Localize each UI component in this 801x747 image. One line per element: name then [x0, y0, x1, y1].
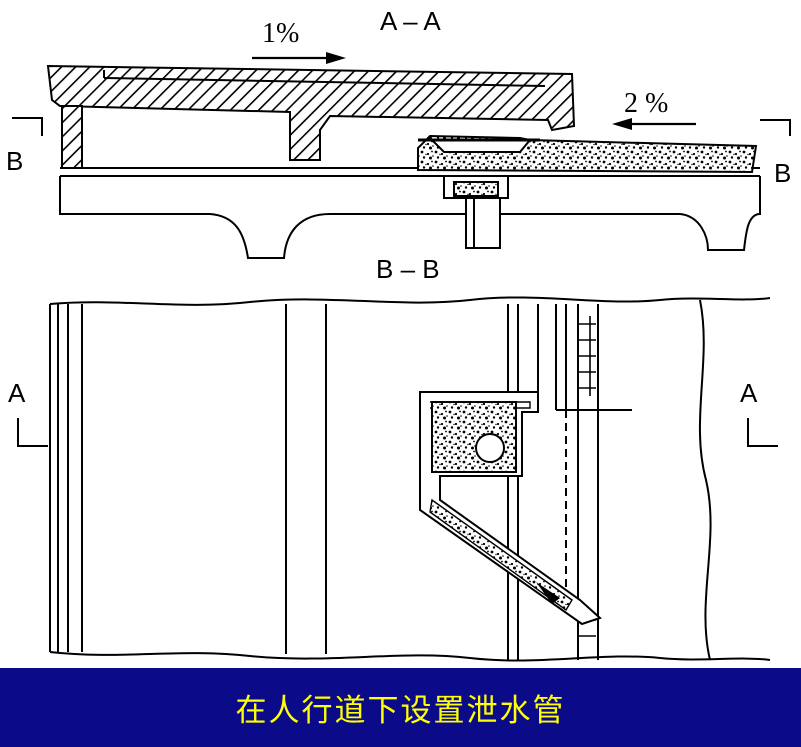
slope-label-left: 1% [262, 18, 300, 49]
drain-pipe-outlet [465, 197, 501, 249]
sidewalk-slab [46, 64, 576, 161]
section-mark-b-left [12, 117, 43, 136]
top-break-line [49, 296, 771, 306]
plan-view [17, 296, 778, 662]
section-mark-b-right [760, 119, 791, 136]
drain-channel-tip [536, 582, 560, 604]
section-mark-a-left-label: A [8, 378, 26, 408]
drain-inlet [429, 139, 533, 153]
section-mark-b-right-label: B [774, 158, 792, 188]
section-aa-view [12, 52, 791, 259]
drainage-diagram: A – A 1% 2 % B B B – B A A [6, 6, 792, 662]
section-mark-b-left-label: B [6, 146, 24, 176]
section-label-bb: B – B [376, 254, 440, 284]
drain-grate-box [431, 401, 517, 473]
section-mark-a-right-label: A [740, 378, 758, 408]
section-mark-a-left [17, 418, 48, 447]
caption-text: 在人行道下设置泄水管 [235, 693, 566, 729]
curb-strip-ticks [578, 316, 596, 637]
diagram-drawing [12, 52, 791, 662]
section-label-aa: A – A [380, 6, 441, 36]
left-curb-block [61, 105, 83, 169]
drain-pipe-body [453, 181, 499, 197]
right-break-line [698, 299, 712, 661]
slope-label-right: 2 % [624, 88, 669, 119]
bottom-break-line [49, 651, 771, 662]
section-mark-a-right [747, 418, 778, 447]
drain-pipe-hole [475, 433, 505, 463]
caption-bar: 在人行道下设置泄水管 [0, 668, 801, 747]
deck-girder-outline [59, 176, 761, 259]
